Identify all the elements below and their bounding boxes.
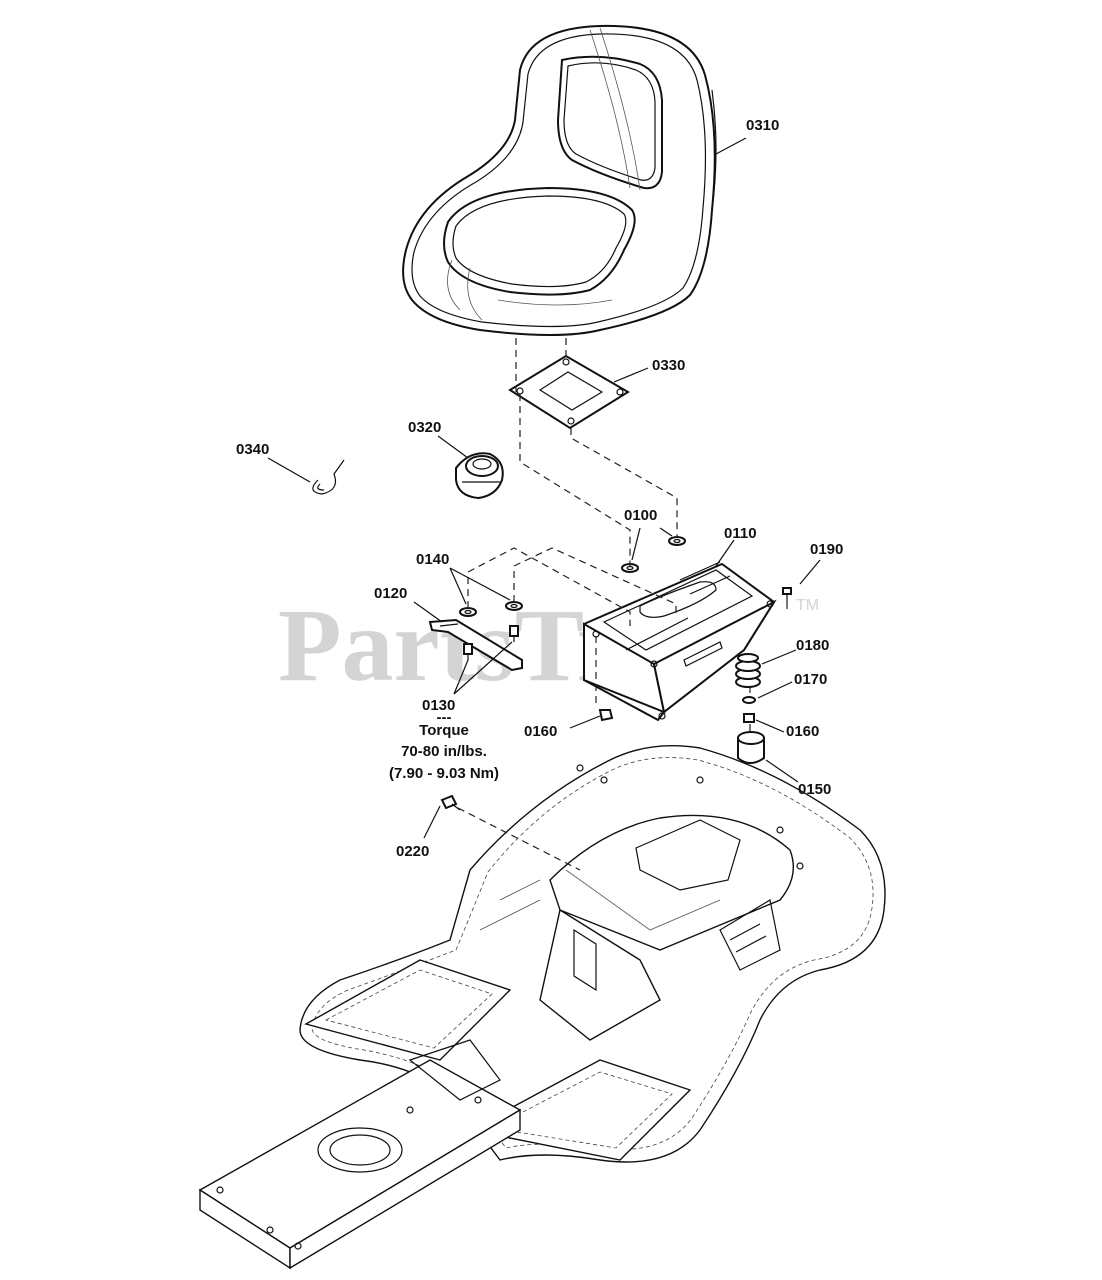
- watermark-trademark: TM: [796, 597, 819, 614]
- callout-0180: 0180: [796, 637, 829, 654]
- torque-label: Torque: [419, 722, 469, 739]
- cable-tie-part: [312, 459, 345, 495]
- seat-plate-part: [508, 354, 630, 430]
- callout-0120: 0120: [374, 585, 407, 602]
- torque-value-metric: (7.90 - 9.03 Nm): [389, 765, 499, 782]
- callout-0150: 0150: [798, 781, 831, 798]
- callout-0140: 0140: [416, 551, 449, 568]
- washers-part: [459, 536, 686, 617]
- callout-0110: 0110: [724, 525, 757, 542]
- callout-0170: 0170: [794, 671, 827, 688]
- assembly-lines: [457, 338, 788, 871]
- bumper-part: [737, 731, 765, 764]
- callout-0310: 0310: [746, 117, 779, 134]
- callout-0160-right: 0160: [786, 723, 819, 740]
- torque-value-imperial: 70-80 in/lbs.: [401, 743, 487, 760]
- seat-bracket-part: [583, 561, 777, 722]
- callout-0220: 0220: [396, 843, 429, 860]
- callout-0160-left: 0160: [524, 723, 557, 740]
- seat-switch-part: [455, 452, 504, 500]
- torque-note: --- Torque 70-80 in/lbs. (7.90 - 9.03 Nm…: [389, 709, 499, 782]
- bolts-part: [463, 587, 792, 660]
- callout-0340: 0340: [236, 441, 269, 458]
- torque-separator: ---: [437, 709, 452, 726]
- screw-part: [440, 794, 461, 811]
- callout-labels: 0310 0330 0320 0340 0100 0110 0190 0140 …: [236, 117, 843, 860]
- seat-part: [402, 24, 717, 336]
- callout-0100: 0100: [624, 507, 657, 524]
- seat-adjust-arm-part: [428, 618, 523, 672]
- callout-0320: 0320: [408, 419, 441, 436]
- callout-0190: 0190: [810, 541, 843, 558]
- callout-0130: 0130: [422, 697, 455, 714]
- spring-part: [735, 653, 761, 688]
- washer-nut-part: [598, 696, 756, 723]
- tractor-body-part: [198, 745, 886, 1270]
- leader-lines: [267, 137, 821, 839]
- callout-0330: 0330: [652, 357, 685, 374]
